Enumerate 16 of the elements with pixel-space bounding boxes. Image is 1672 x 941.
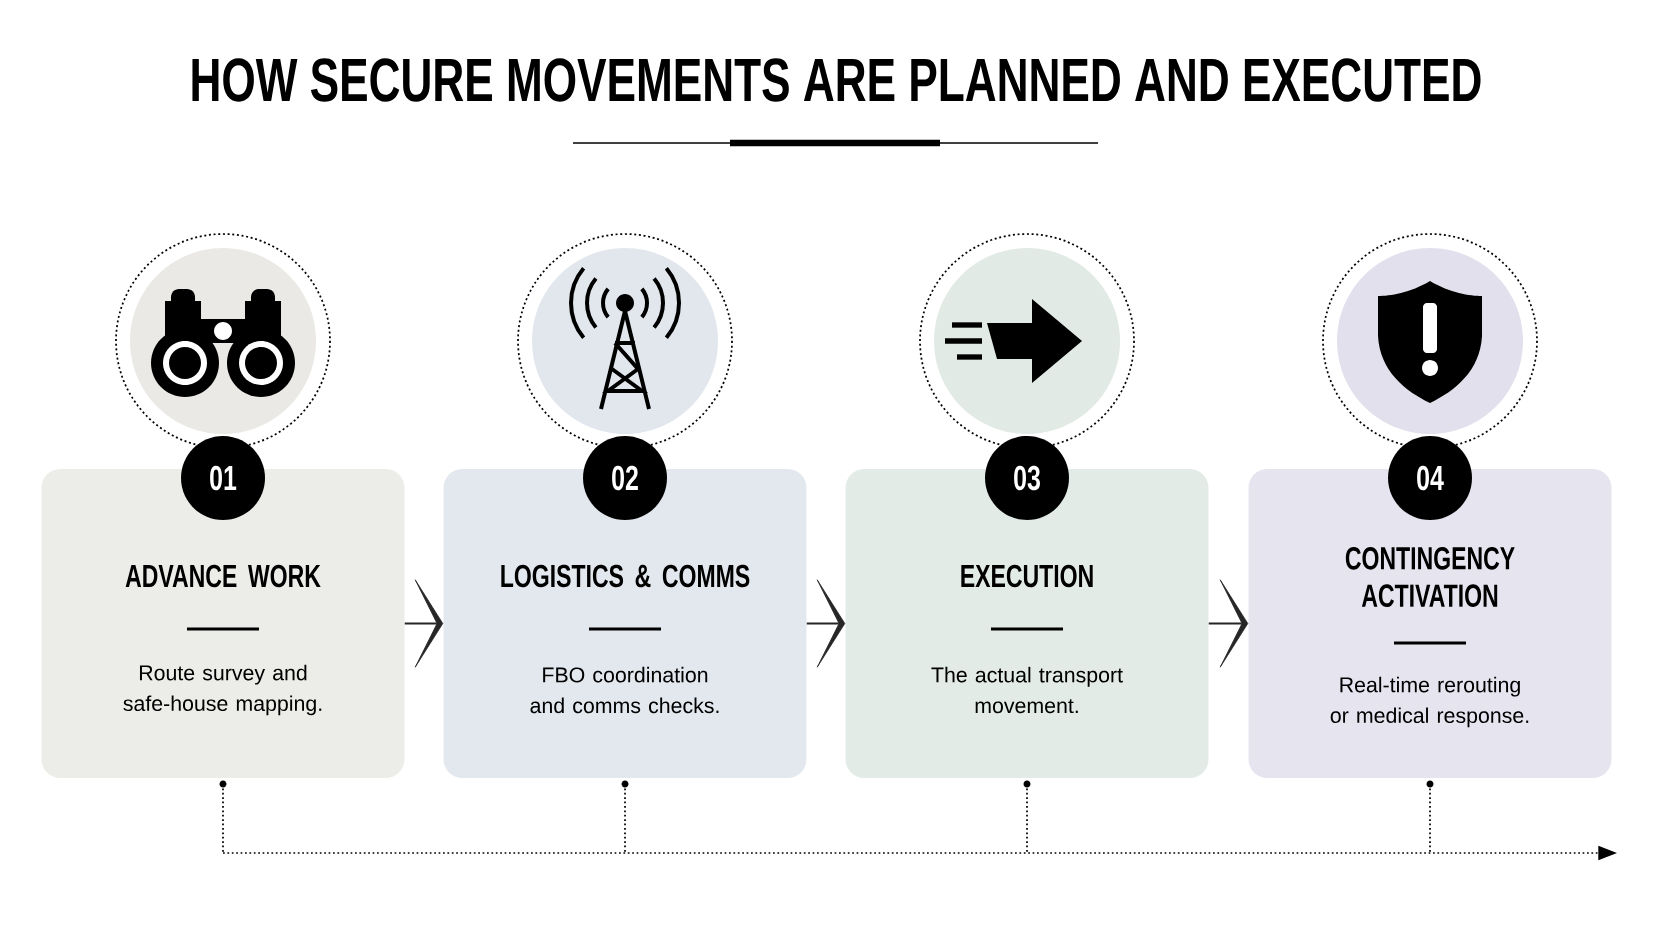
title: HOW SECURE MOVEMENTS ARE PLANNED AND EXECUTED	[192, 58, 1481, 102]
description: The actual transport movement.	[931, 666, 1123, 714]
chevron-arrow	[1207, 579, 1249, 668]
number-badge: 03	[985, 436, 1069, 520]
chevron-arrow	[805, 579, 846, 668]
card-heading: LOGISTICS & COMMS	[501, 564, 750, 588]
number-badge: 02	[583, 436, 667, 520]
chevron-arrow	[403, 579, 444, 668]
description: FBO coordination and comms checks.	[530, 666, 719, 714]
card-heading: EXECUTION	[961, 564, 1093, 588]
number-badge: 01	[181, 436, 265, 520]
card-heading: CONTINGENCY ACTIVATION	[1345, 547, 1515, 607]
number-badge: 04	[1388, 436, 1472, 520]
description: Real-time rerouting or medical response.	[1330, 676, 1529, 728]
card-heading: ADVANCE WORK	[125, 564, 321, 588]
description: Route survey and safe-house mapping.	[123, 664, 322, 716]
